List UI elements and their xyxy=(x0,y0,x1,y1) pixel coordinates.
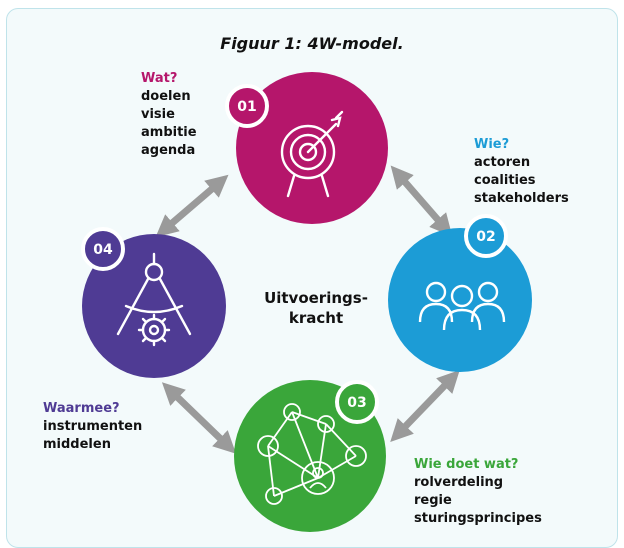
compass-gear-icon xyxy=(116,252,192,347)
label-wat-item: agenda xyxy=(141,143,196,158)
label-wat-item: visie xyxy=(141,107,175,122)
step-02-number: 02 xyxy=(476,229,495,245)
center-label: Uitvoerings- kracht xyxy=(236,288,396,328)
label-wat-item: ambitie xyxy=(141,125,197,140)
label-wat-heading: Wat? xyxy=(141,71,178,86)
network-icon xyxy=(257,403,367,505)
label-wie: Wie? actoren coalities stakeholders xyxy=(474,136,569,208)
figure-title: Figuur 1: 4W-model. xyxy=(220,34,404,53)
target-icon xyxy=(280,110,344,198)
step-02-circle: 02 xyxy=(388,214,532,372)
label-wie-item: coalities xyxy=(474,173,536,188)
step-03-number: 03 xyxy=(347,395,366,411)
arrow-04-03 xyxy=(161,382,237,454)
step-04-circle: 04 xyxy=(81,227,226,378)
arrow-01-04 xyxy=(155,174,229,238)
label-wie-heading: Wie? xyxy=(474,137,510,152)
label-wie-doet-wat-item: rolverdeling xyxy=(414,475,504,490)
step-04-number: 04 xyxy=(93,242,113,258)
label-wat-item: doelen xyxy=(141,89,191,104)
label-wie-doet-wat: Wie doet wat? rolverdeling regie sturing… xyxy=(414,456,542,528)
arrow-02-03 xyxy=(390,369,460,443)
label-wie-doet-wat-heading: Wie doet wat? xyxy=(414,457,519,472)
label-waarmee-heading: Waarmee? xyxy=(43,401,120,416)
people-group-icon xyxy=(418,281,506,331)
label-wie-doet-wat-item: sturingsprincipes xyxy=(414,511,542,526)
label-waarmee-item: middelen xyxy=(43,437,111,452)
label-waarmee: Waarmee? instrumenten middelen xyxy=(43,400,142,454)
step-03-circle: 03 xyxy=(234,380,386,532)
step-01-circle: 01 xyxy=(225,72,388,224)
center-label-line1: Uitvoerings- xyxy=(264,289,368,307)
label-wie-item: actoren xyxy=(474,155,531,170)
label-wie-item: stakeholders xyxy=(474,191,569,206)
step-01-number: 01 xyxy=(237,99,256,115)
arrow-01-02 xyxy=(390,165,453,237)
label-wat: Wat? doelen visie ambitie agenda xyxy=(141,70,197,160)
label-waarmee-item: instrumenten xyxy=(43,419,143,434)
center-label-line2: kracht xyxy=(288,309,344,327)
label-wie-doet-wat-item: regie xyxy=(414,493,452,508)
